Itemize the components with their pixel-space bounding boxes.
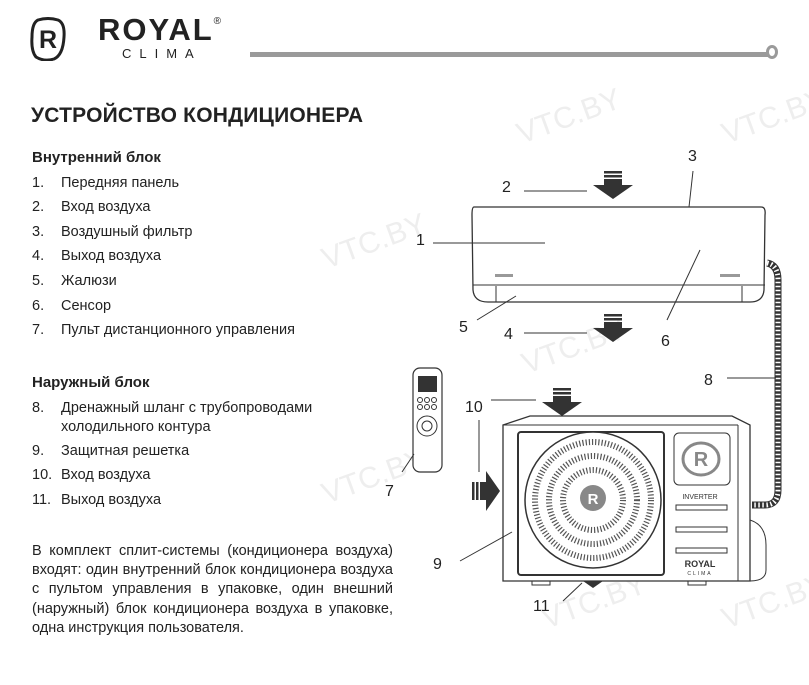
item-text: Пульт дистанционного управления — [61, 322, 295, 338]
callout-3: 3 — [688, 148, 697, 165]
svg-text:R: R — [694, 449, 709, 471]
outdoor-air-inlet-arrow-icon — [542, 388, 582, 416]
leader-lines — [401, 170, 776, 602]
indoor-heading: Внутренний блок — [32, 149, 161, 166]
package-contents-text: В комплект сплит-системы (кондиционера в… — [32, 543, 393, 636]
callout-5: 5 — [459, 319, 468, 336]
item-text-continued: холодильного контура — [61, 419, 211, 435]
unit-sub: CLIMA — [687, 571, 712, 577]
header-rule — [250, 52, 770, 57]
item-number: 6. — [32, 298, 45, 314]
callout-2: 2 — [502, 179, 511, 196]
brand-name: ROYAL® — [98, 12, 224, 47]
item-text: Дренажный шланг с трубопроводами — [61, 400, 313, 416]
unit-brand: ROYAL — [685, 559, 716, 569]
callout-labels: 1 2 3 4 5 6 7 8 10 9 11 — [385, 148, 713, 615]
item-number: 4. — [32, 248, 45, 264]
item-text: Выход воздуха — [61, 492, 162, 508]
item-number: 7. — [32, 322, 45, 338]
item-text: Передняя панель — [61, 175, 180, 191]
outdoor-heading: Наружный блок — [32, 374, 150, 391]
callout-9: 9 — [433, 556, 442, 573]
brand-sub: CLIMA — [122, 46, 202, 61]
air-outlet-arrow-icon — [593, 314, 633, 342]
outdoor-unit: R R INVERTER ROYAL CLIMA — [502, 415, 767, 586]
item-number: 2. — [32, 199, 45, 215]
item-text: Выход воздуха — [61, 248, 162, 264]
item-number: 9. — [32, 443, 45, 459]
indoor-unit — [471, 206, 766, 303]
callout-4: 4 — [504, 326, 513, 343]
item-number: 8. — [32, 400, 45, 416]
item-text: Сенсор — [61, 298, 112, 314]
side-air-inlet-arrow-icon — [472, 471, 500, 511]
callout-6: 6 — [661, 333, 670, 350]
callout-1: 1 — [416, 232, 425, 249]
callout-10: 10 — [465, 399, 483, 416]
page-title: УСТРОЙСТВО КОНДИЦИОНЕРА — [31, 104, 364, 127]
item-number: 3. — [32, 224, 45, 240]
callout-7: 7 — [385, 483, 394, 500]
svg-text:R: R — [39, 26, 57, 54]
callout-11: 11 — [533, 598, 550, 615]
item-text: Вход воздуха — [61, 199, 151, 215]
item-number: 11. — [32, 492, 52, 508]
callout-8: 8 — [704, 372, 713, 389]
item-text: Защитная решетка — [61, 443, 190, 459]
item-number: 10. — [32, 467, 53, 483]
item-text: Воздушный фильтр — [61, 224, 193, 240]
air-inlet-arrow-icon — [593, 171, 633, 199]
item-number: 1. — [32, 175, 45, 191]
svg-text:R: R — [588, 491, 599, 508]
item-number: 5. — [32, 273, 45, 289]
header-rule-end — [766, 45, 778, 59]
royal-clima-logo-icon: R — [30, 17, 66, 61]
item-text: Вход воздуха — [61, 467, 151, 483]
inverter-label: INVERTER — [682, 494, 717, 501]
remote-control — [412, 367, 443, 473]
item-text: Жалюзи — [61, 273, 117, 289]
